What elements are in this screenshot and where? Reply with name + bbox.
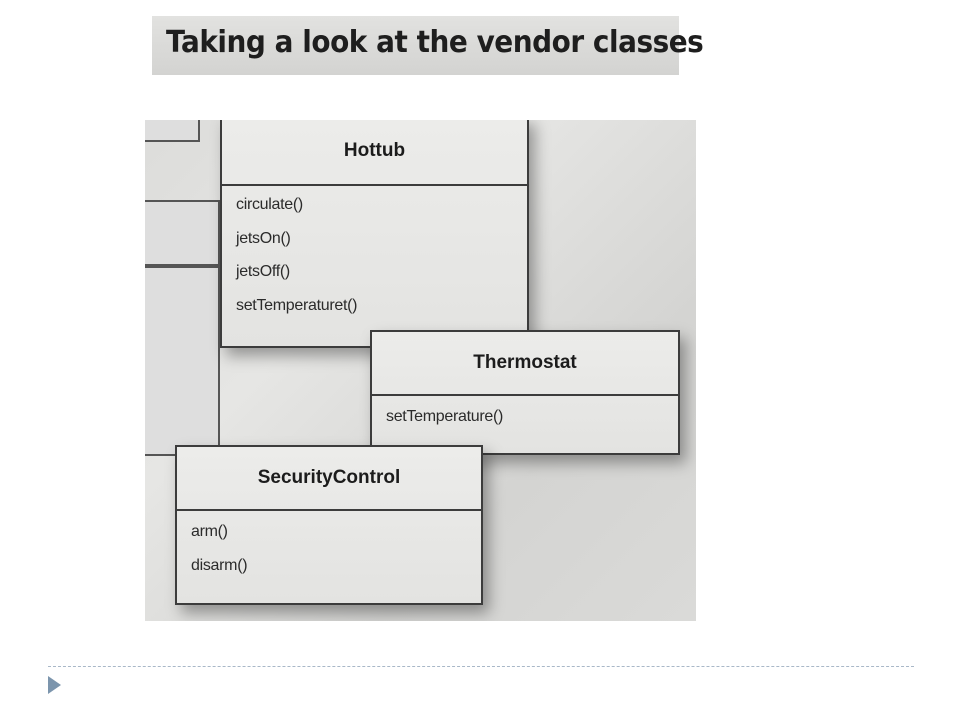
method-circulate: circulate() [236,196,303,213]
hottub-class-box: Hottub circulate() jetsOn() jetsOff() se… [220,120,529,348]
slide-title: Taking a look at the vendor classes [166,25,704,60]
method-set-temperature: setTemperaturet() [236,296,358,314]
method-arm: arm() [191,523,228,540]
hottub-method-list: circulate() jetsOn() jetsOff() setTemper… [236,188,521,322]
security-control-method-list: arm() disarm() [191,515,475,582]
bullet-triangle-icon [48,676,61,694]
method-set-temperature: setTemperature() [386,408,504,425]
thermostat-class-box: Thermostat setTemperature() [370,330,680,455]
background-class-box [145,120,200,142]
security-control-class-box: SecurityControl arm() disarm() [175,445,483,605]
hottub-class-name: Hottub [222,120,527,186]
background-class-box [145,266,220,456]
background-class-box [145,200,220,266]
thermostat-class-name: Thermostat [372,332,678,396]
method-disarm: disarm() [191,556,248,574]
security-control-class-name: SecurityControl [177,447,481,511]
method-jets-off: jetsOff() [236,263,290,280]
footer-divider [48,666,914,667]
vendor-class-diagram: Hottub circulate() jetsOn() jetsOff() se… [145,120,696,621]
thermostat-method-list: setTemperature() [386,400,672,434]
slide-title-banner: Taking a look at the vendor classes [152,16,704,75]
method-jets-on: jetsOn() [236,229,291,247]
